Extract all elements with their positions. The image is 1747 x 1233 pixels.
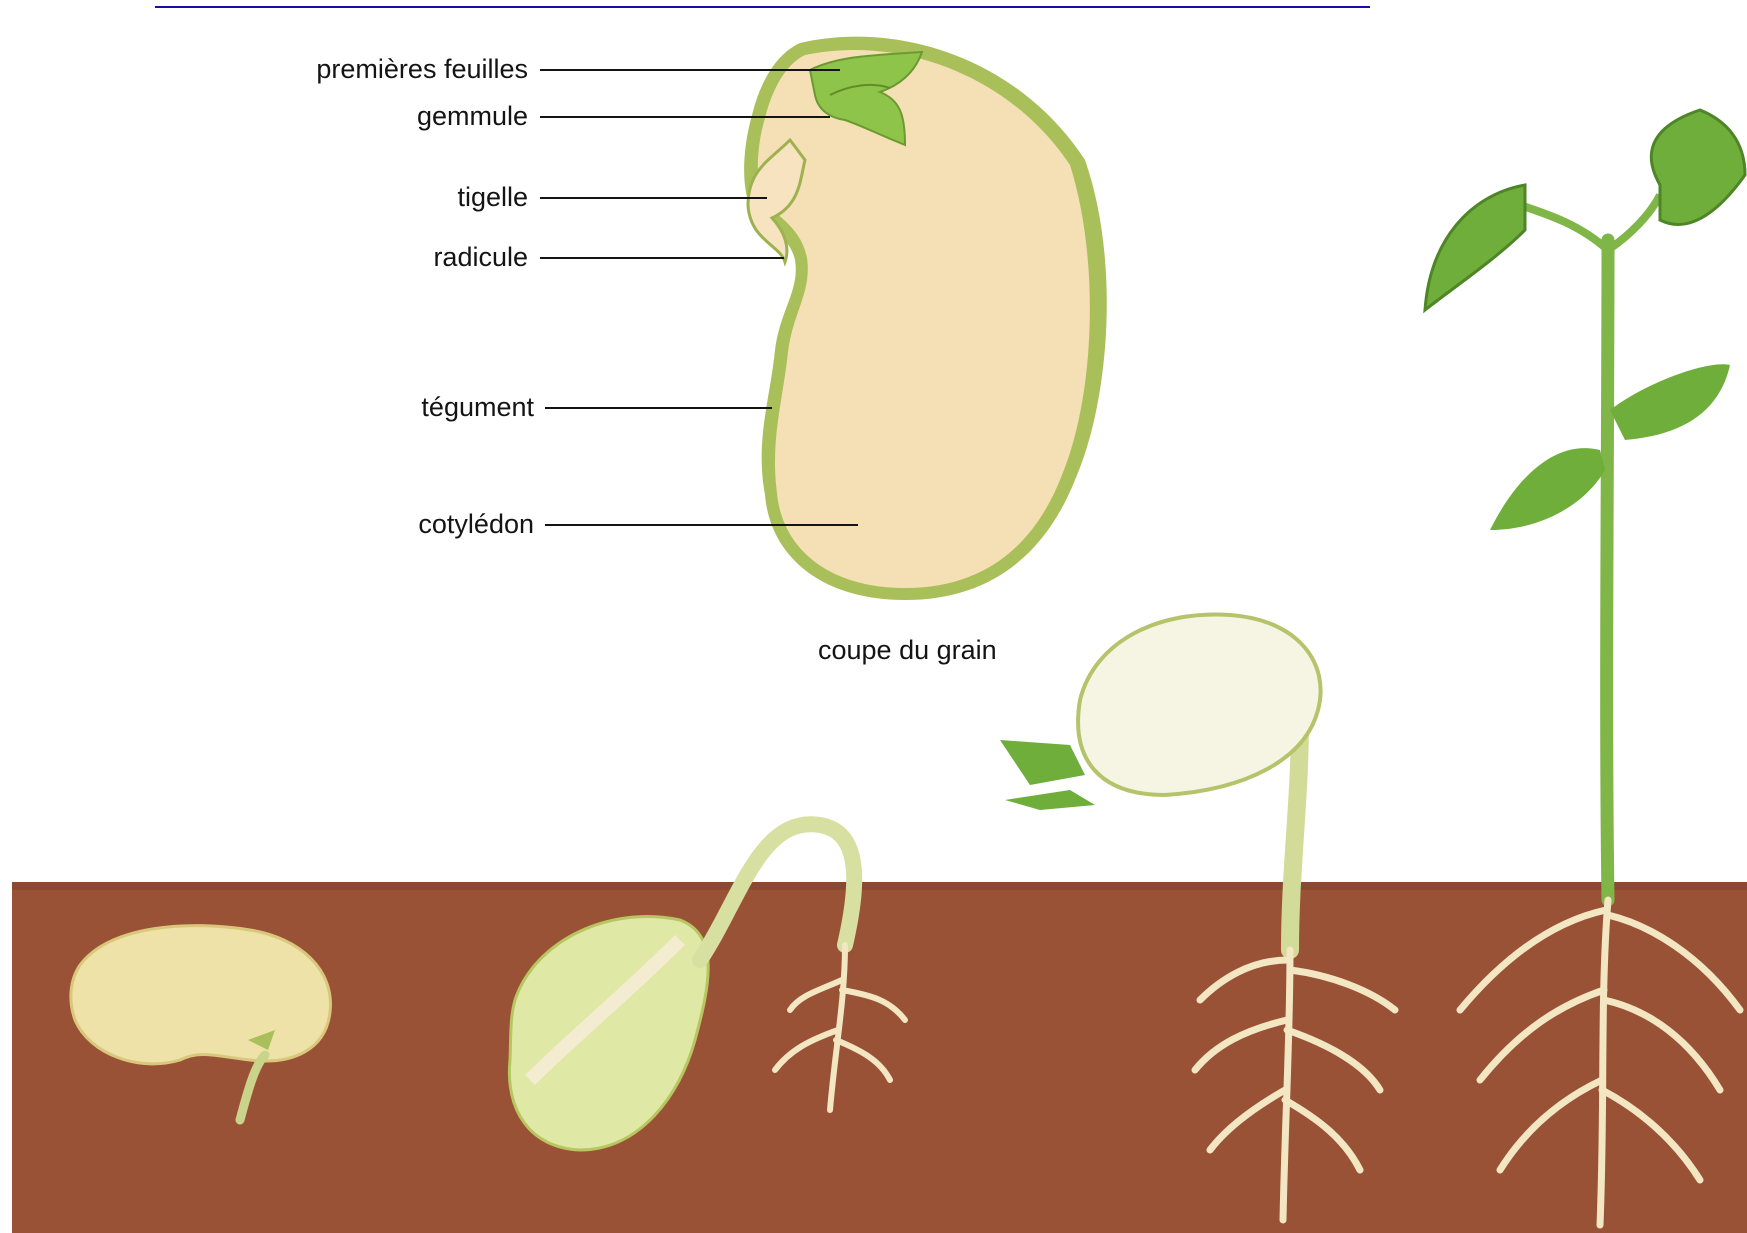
- leaf-right: [1651, 110, 1745, 224]
- leaf-left: [1425, 185, 1525, 310]
- label-cotyledon: cotylédon: [418, 511, 534, 538]
- label-tegument: tégument: [421, 394, 534, 421]
- cotyledon-leaf-right: [1610, 364, 1730, 440]
- seed-cross-section: [744, 37, 1107, 600]
- cotyledon-region: [758, 50, 1090, 588]
- label-tigelle: tigelle: [457, 184, 528, 211]
- label-radicule: radicule: [433, 244, 528, 271]
- label-premieres-feuilles: premières feuilles: [316, 56, 528, 83]
- label-gemmule: gemmule: [417, 103, 528, 130]
- caption-coupe-du-grain: coupe du grain: [818, 637, 997, 664]
- cotyledon-leaf-left: [1490, 448, 1605, 530]
